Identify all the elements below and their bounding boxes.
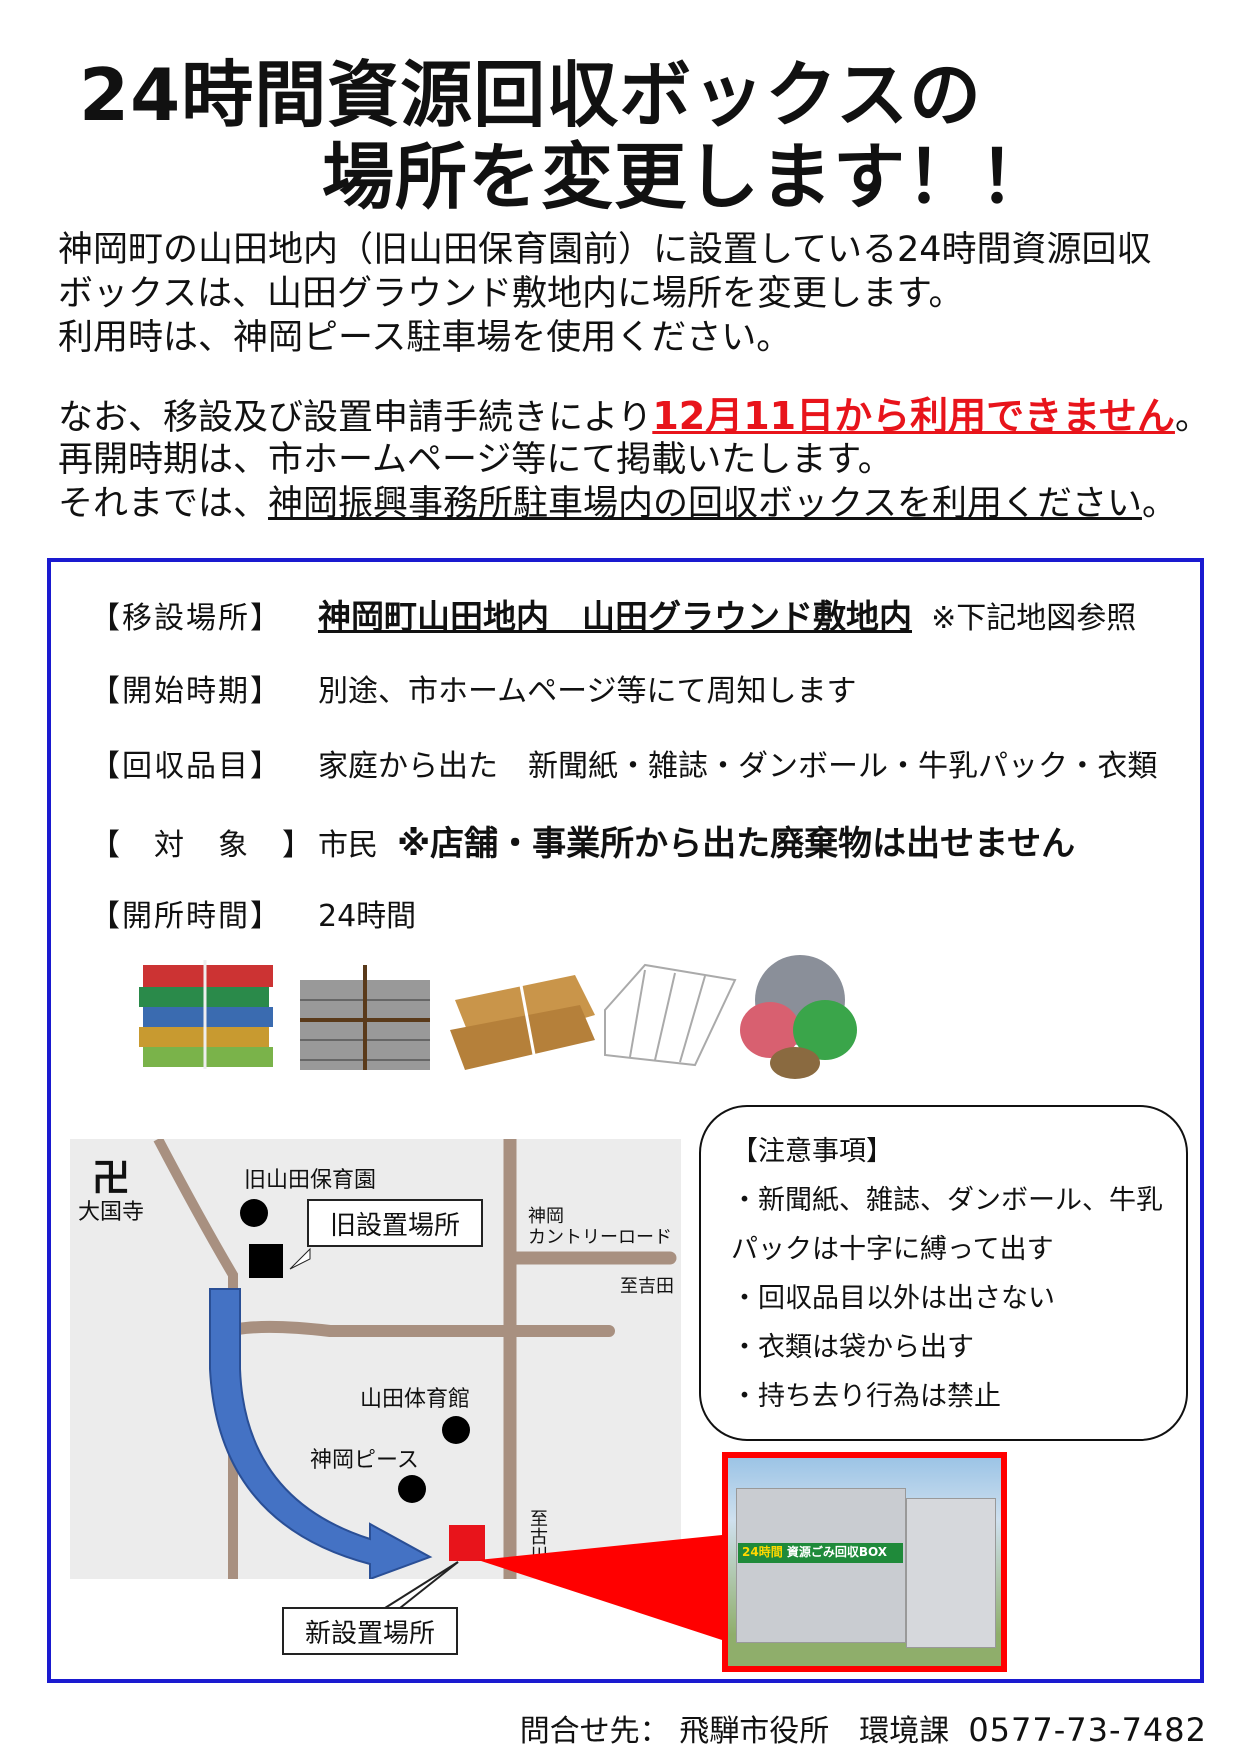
notes-box: 【注意事項】 ・新聞紙、雑誌、ダンボール、牛乳 パックは十字に縛って出す ・回収… <box>699 1105 1188 1441</box>
intro-line-4-text: なお、移設及び設置申請手続きにより <box>58 398 653 438</box>
to-yoshida-label: 至吉田 <box>620 1276 674 1297</box>
road-west <box>153 1139 238 1579</box>
detail-note: ※下記地図参照 <box>931 601 1137 636</box>
collection-items-illustrations <box>139 955 857 1079</box>
sign-badge: 24時間 <box>742 1545 783 1559</box>
period: 。 <box>1141 484 1177 524</box>
note-line: ・新聞紙、雑誌、ダンボール、牛乳 <box>731 1185 1163 1216</box>
contact-label: 問合せ先： <box>519 1714 670 1749</box>
contact-org: 飛騨市役所 環境課 <box>679 1714 950 1749</box>
detail-label: 【開始時期】 <box>90 674 282 709</box>
detail-value: 市民 <box>318 828 378 863</box>
new-site-marker <box>449 1525 485 1561</box>
detail-row-items: 【回収品目】 家庭から出た 新聞紙・雑誌・ダンボール・牛乳パック・衣類 <box>90 741 1157 785</box>
detail-value: 家庭から出た 新聞紙・雑誌・ダンボール・牛乳パック・衣類 <box>318 749 1158 784</box>
detail-value: 24時間 <box>318 899 417 934</box>
newspapers-icon <box>300 965 430 1070</box>
temple-icon: 卍 <box>92 1156 131 1200</box>
relocation-arrow-icon <box>209 1288 433 1579</box>
road-name-2: カントリーロード <box>528 1227 672 1248</box>
title-line-2: 場所を変更します！！ <box>322 135 1053 219</box>
detail-row-location: 【移設場所】 神岡町山田地内 山田グラウンド敷地内 ※下記地図参照 <box>90 590 1136 638</box>
intro-line-6-text: それまでは、 <box>58 484 269 524</box>
note-line: ・回収品目以外は出さない <box>731 1283 1055 1314</box>
peace-label: 神岡ピース <box>310 1448 419 1473</box>
title-line-1: 24時間資源回収ボックスの <box>79 53 983 137</box>
location-map: 卍 大国寺 旧山田保育園 旧設置場所 神岡 カントリーロード 至吉田 山田体育館… <box>70 1139 681 1579</box>
milk-carton-icon <box>604 963 737 1067</box>
old-site-label: 旧設置場所 <box>307 1199 483 1247</box>
old-nursery-marker <box>240 1199 268 1227</box>
new-site-label: 新設置場所 <box>282 1607 458 1655</box>
to-furukawa-label: 至古川 <box>527 1509 548 1563</box>
note-line: ・衣類は袋から出す <box>731 1332 974 1363</box>
intro-line-2: ボックスは、山田グラウンド敷地内に場所を変更します。 <box>58 274 964 314</box>
detail-label: 【開所時間】 <box>90 899 282 934</box>
box-sign: 24時間 資源ごみ回収BOX <box>738 1543 903 1563</box>
alternate-box-notice: 神岡振興事務所駐車場内の回収ボックスを利用ください <box>268 484 1142 524</box>
intro-line-4: なお、移設及び設置申請手続きにより12月11日から利用できません。 <box>58 394 1210 440</box>
note-line: パックは十字に縛って出す <box>731 1234 1054 1265</box>
detail-row-start: 【開始時期】 別途、市ホームページ等にて周知します <box>90 666 857 710</box>
cardboard-icon <box>450 975 595 1070</box>
magazines-icon <box>139 960 273 1069</box>
closure-date-notice: 12月11日から利用できません <box>652 394 1175 438</box>
detail-warning: ※店舗・事業所から出た廃棄物は出せません <box>397 824 1076 864</box>
gym-label: 山田体育館 <box>360 1387 471 1412</box>
detail-label: 【回収品目】 <box>90 749 282 784</box>
period: 。 <box>1174 398 1210 438</box>
road-middle <box>232 1320 615 1337</box>
detail-label: 【 対 象 】 <box>90 828 314 863</box>
intro-line-1: 神岡町の山田地内（旧山田保育園前）に設置している24時間資源回収 <box>58 230 1152 270</box>
intro-line-6: それまでは、神岡振興事務所駐車場内の回収ボックスを利用ください。 <box>58 482 1177 526</box>
details-frame <box>47 558 1204 1683</box>
temple-label: 大国寺 <box>78 1200 145 1225</box>
detail-row-target: 【 対 象 】市民 ※店舗・事業所から出た廃棄物は出せません <box>90 816 1075 865</box>
old-nursery-label: 旧山田保育園 <box>244 1168 377 1193</box>
box-side <box>736 1488 906 1643</box>
detail-label: 【移設場所】 <box>90 601 282 636</box>
gym-marker <box>442 1416 470 1444</box>
detail-row-hours: 【開所時間】 24時間 <box>90 891 416 935</box>
notes-title: 【注意事項】 <box>731 1136 893 1167</box>
map-roads <box>153 1139 677 1579</box>
contact-footer: 問合せ先： 飛騨市役所 環境課 0577-73-7482 <box>520 1706 1207 1750</box>
clothes-icon <box>740 955 857 1079</box>
box-front <box>906 1498 996 1648</box>
old-site-marker <box>249 1244 283 1278</box>
road-name-1: 神岡 <box>528 1206 564 1227</box>
contact-phone: 0577-73-7482 <box>968 1711 1207 1749</box>
intro-line-3: 利用時は、神岡ピース駐車場を使用ください。 <box>58 318 792 358</box>
note-line: ・持ち去り行為は禁止 <box>731 1381 1001 1412</box>
collection-box-photo: 24時間 資源ごみ回収BOX <box>722 1452 1007 1672</box>
sign-text: 資源ごみ回収BOX <box>786 1545 888 1559</box>
intro-line-5: 再開時期は、市ホームページ等にて掲載いたします。 <box>58 440 893 480</box>
detail-value: 別途、市ホームページ等にて周知します <box>318 674 857 709</box>
detail-value: 神岡町山田地内 山田グラウンド敷地内 <box>318 597 912 636</box>
peace-marker <box>398 1475 426 1503</box>
